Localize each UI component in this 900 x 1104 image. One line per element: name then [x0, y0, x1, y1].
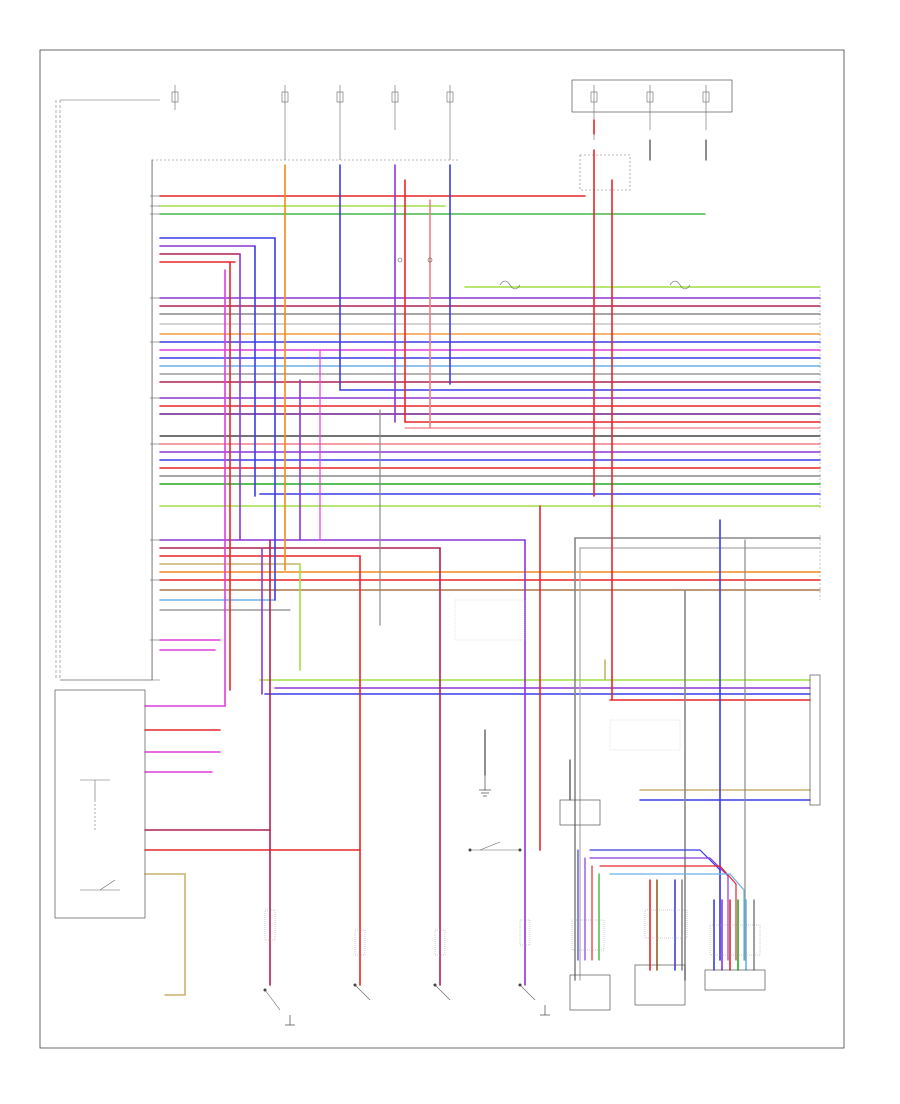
door-switch-wire — [165, 874, 185, 995]
relay-box — [580, 155, 630, 190]
fuse-icon — [647, 85, 653, 130]
switch-icon — [469, 842, 522, 852]
switch-icon — [80, 880, 120, 890]
switch-icon — [519, 984, 536, 1001]
center-module — [455, 600, 525, 640]
fuse-block-right — [572, 80, 732, 112]
motor-icon — [570, 975, 610, 1010]
switch-icon — [354, 984, 371, 1001]
door-control-unit — [55, 690, 145, 918]
ground-icon — [540, 1005, 550, 1015]
fuse-icon — [703, 85, 709, 130]
fuse-icon — [447, 85, 453, 160]
switch-icon — [434, 984, 451, 1001]
ground-icon — [479, 775, 491, 796]
vertical-wires — [225, 150, 745, 985]
right-module — [610, 720, 680, 750]
fuse-icon — [392, 85, 398, 130]
diagram-frame — [40, 50, 844, 1048]
fuse-block-top — [172, 80, 732, 160]
switch-icon — [80, 780, 110, 830]
left-pin-ticks — [150, 196, 160, 640]
fuse-icon — [282, 85, 288, 160]
motor-icon — [705, 970, 765, 990]
fuse-icon — [172, 85, 178, 110]
fuse-icon — [337, 85, 343, 160]
motor-icon — [635, 965, 685, 1005]
switch-icon — [264, 989, 281, 1011]
actuator-boxes — [264, 965, 766, 1010]
bus-wires — [145, 196, 820, 874]
right-control-unit — [810, 675, 820, 805]
relay-coil — [398, 258, 690, 289]
ground-icon — [285, 1015, 295, 1025]
left-harness — [56, 100, 160, 680]
